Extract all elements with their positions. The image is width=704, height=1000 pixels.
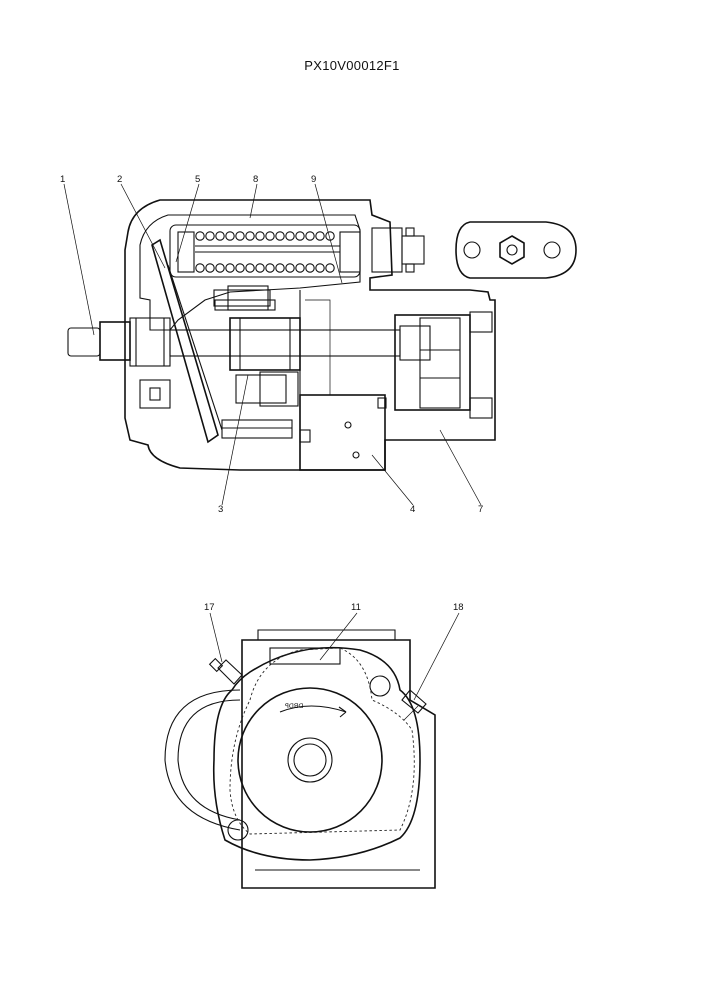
port-flange — [455, 221, 577, 279]
spring-coil — [215, 231, 225, 241]
callout-2: 2 — [117, 174, 122, 185]
flange-bolt-hole-right — [543, 241, 561, 259]
flange-hole-upper-right — [369, 675, 391, 697]
spring-seat-right — [339, 231, 361, 273]
piston — [235, 374, 287, 404]
end-view: ꟼꓷꓭꓷ 17 11 18 — [164, 602, 464, 889]
spring-coil — [195, 231, 205, 241]
cover-hole-lower — [352, 451, 360, 459]
end-view-rear-block — [241, 639, 436, 889]
callout-7: 7 — [478, 504, 483, 515]
swash-plate-face — [167, 264, 223, 431]
end-view-top-lip — [257, 629, 396, 640]
spring-coil — [325, 263, 335, 273]
callout-11: 11 — [351, 602, 361, 613]
seal-block — [139, 379, 171, 409]
spring-coil — [245, 231, 255, 241]
control-valve-body — [371, 227, 403, 273]
spring-coil — [225, 263, 235, 273]
fitting-18 — [401, 689, 427, 714]
callout-17: 17 — [204, 602, 215, 613]
hidden-outline — [229, 647, 415, 835]
cover-hole-upper — [344, 421, 352, 429]
flange-bolt-hole-left — [463, 241, 481, 259]
spring-housing — [169, 224, 361, 278]
flange-hex-nut — [499, 235, 525, 265]
spring-coil — [305, 263, 315, 273]
shaft-bore-inner — [293, 743, 327, 777]
spring-coil — [275, 231, 285, 241]
rotation-arrow-head — [338, 706, 347, 718]
callout-18: 18 — [453, 602, 464, 613]
drive-shaft-end — [67, 327, 101, 357]
control-valve-cap — [401, 235, 425, 265]
spring-coil — [265, 231, 275, 241]
spring-coil — [315, 263, 325, 273]
mounting-flange — [212, 646, 421, 861]
piston-upper — [213, 289, 271, 307]
housing-inner-wall — [139, 214, 361, 331]
gear-pump-bolt-top — [469, 311, 493, 333]
spring-coil — [255, 263, 265, 273]
drive-shaft — [169, 329, 401, 357]
side-view-leaders — [63, 183, 482, 506]
spring-coil — [215, 263, 225, 273]
spring-seat-left — [177, 231, 195, 273]
gear-pump-gears — [419, 317, 461, 409]
shaft-cover-disc — [237, 687, 383, 833]
drawing-title: PX10V00012F1 — [304, 58, 400, 73]
callout-8: 8 — [253, 174, 258, 185]
spring-coil — [315, 231, 325, 241]
spring-coil — [245, 263, 255, 273]
spring-coil — [235, 231, 245, 241]
gear-pump-body — [394, 314, 471, 411]
spring-coil — [295, 263, 305, 273]
side-section-view: 1 2 5 8 9 3 4 7 — [60, 174, 577, 515]
spring-coil — [275, 263, 285, 273]
spring-coil — [225, 231, 235, 241]
shaft-bore-outer — [287, 737, 333, 783]
spring-coil — [295, 231, 305, 241]
valve-plate-cover — [299, 394, 386, 471]
spring-coil — [195, 263, 205, 273]
pump-housing-outline — [124, 199, 496, 471]
spring-coil — [205, 263, 215, 273]
callout-1: 1 — [60, 174, 65, 185]
spring-coil — [255, 231, 265, 241]
callout-4: 4 — [410, 504, 415, 515]
fitting-17 — [217, 659, 243, 685]
end-view-top-boss — [269, 647, 341, 665]
rotation-arrow-path — [279, 705, 347, 713]
spring-coil — [285, 263, 295, 273]
spring-coil — [235, 263, 245, 273]
spring-coil — [285, 231, 295, 241]
end-view-side-housing — [164, 689, 241, 831]
spring-coil — [205, 231, 215, 241]
regulator-spring — [195, 231, 335, 273]
callout-9: 9 — [311, 174, 316, 185]
callout-3: 3 — [218, 504, 223, 515]
callout-5: 5 — [195, 174, 200, 185]
spring-coil — [305, 231, 315, 241]
swash-plate — [151, 238, 219, 444]
rotation-marking: ꟼꓷꓭꓷ — [285, 702, 303, 710]
spring-coil — [265, 263, 275, 273]
gear-pump-bolt-bottom — [469, 397, 493, 419]
